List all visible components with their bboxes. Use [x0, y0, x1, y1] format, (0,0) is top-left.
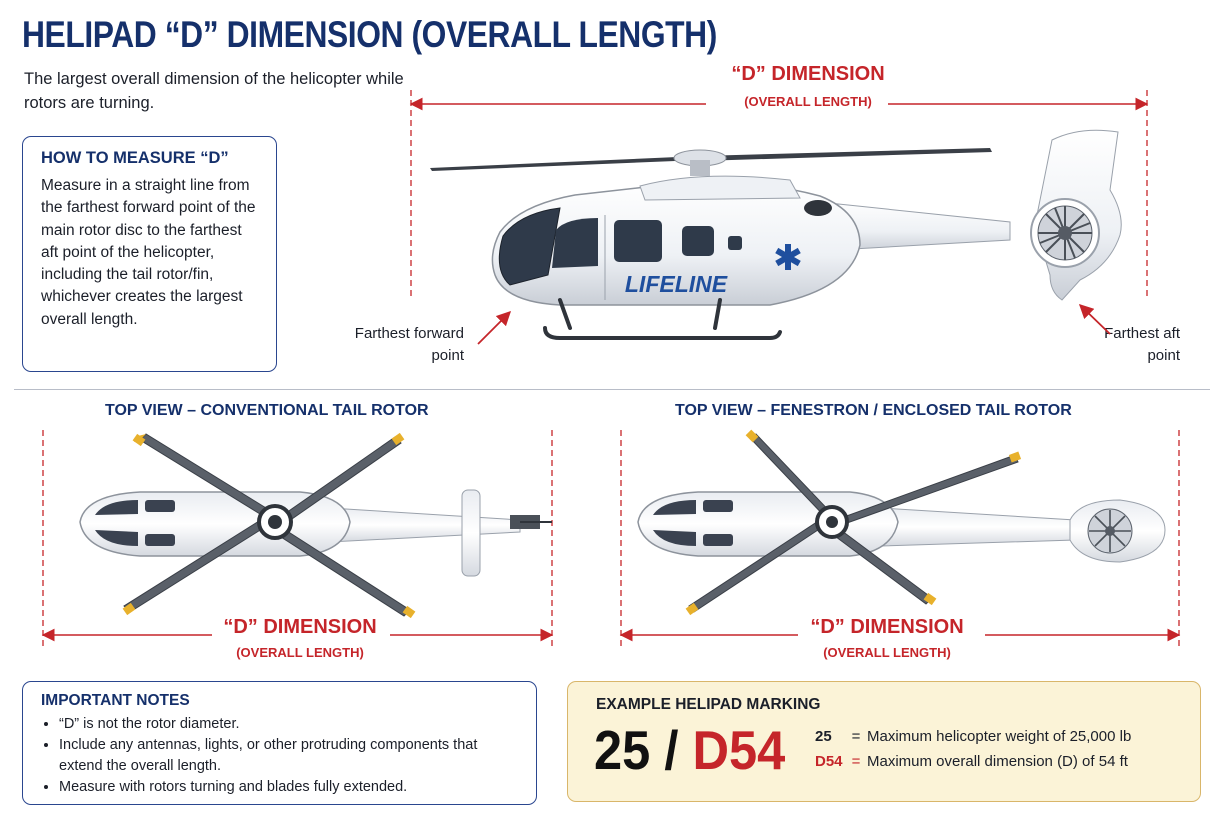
how-to-heading: HOW TO MEASURE “D” — [41, 149, 229, 167]
example-heading: EXAMPLE HELIPAD MARKING — [596, 696, 821, 713]
top-view-conventional-title: TOP VIEW – CONVENTIONAL TAIL ROTOR — [105, 402, 429, 419]
page-title: HELIPAD “D” DIMENSION (OVERALL LENGTH) — [22, 14, 717, 55]
legend-key: 25 — [815, 728, 832, 745]
how-to-measure-box: HOW TO MEASURE “D” Measure in a straight… — [22, 136, 277, 372]
example-marking-box: EXAMPLE HELIPAD MARKING 25 / D54 25 = Maxi… — [567, 681, 1201, 802]
conventional-dimension-sublabel: (OVERALL LENGTH) — [236, 645, 364, 660]
legend-equals: = — [851, 753, 861, 770]
side-dimension-lines — [409, 90, 1149, 345]
side-view-helicopter: LIFELINE — [430, 129, 1122, 340]
section-divider — [14, 389, 1210, 390]
top-view-conventional-helicopter — [79, 432, 552, 619]
top-view-fenestron-title: TOP VIEW – FENESTRON / ENCLOSED TAIL ROT… — [675, 402, 1072, 419]
note-item: Include any antennas, lights, or other p… — [59, 735, 522, 777]
legend-text: Maximum helicopter weight of 25,000 lb — [867, 728, 1132, 745]
legend-text: Maximum overall dimension (D) of 54 ft — [867, 753, 1128, 770]
legend-equals: = — [851, 728, 861, 745]
example-weight: 25 — [594, 719, 651, 781]
aft-point-callout: Farthest aft point — [1104, 325, 1180, 364]
forward-point-callout: Farthest forward point — [354, 325, 464, 364]
example-separator: / — [650, 719, 693, 781]
legend-key: D54 — [815, 753, 843, 770]
side-dimension-sublabel: (OVERALL LENGTH) — [744, 94, 872, 109]
top-view-fenestron-helicopter — [637, 429, 1166, 616]
fenestron-dimension-label: “D” DIMENSION — [810, 616, 964, 638]
side-dimension-label: “D” DIMENSION — [731, 63, 885, 85]
legend-row-weight: 25 = Maximum helicopter weight of 25,000 l… — [815, 728, 1131, 745]
example-marking: 25 / D54 — [594, 718, 785, 782]
conventional-dimension-label: “D” DIMENSION — [223, 616, 377, 638]
example-dimension: D54 — [692, 719, 786, 781]
note-item: “D” is not the rotor diameter. — [59, 714, 522, 735]
page-subtitle: The largest overall dimension of the hel… — [24, 70, 404, 112]
legend-row-dimension: D54 = Maximum overall dimension (D) of 54 … — [815, 753, 1128, 770]
important-notes-box: IMPORTANT NOTES “D” is not the rotor dia… — [22, 681, 537, 805]
how-to-text: Measure in a straight line from the fart… — [41, 177, 256, 328]
notes-heading: IMPORTANT NOTES — [41, 692, 190, 709]
livery-text: LIFELINE — [625, 271, 728, 297]
note-item: Measure with rotors turning and blades f… — [59, 777, 522, 798]
fenestron-dimension-sublabel: (OVERALL LENGTH) — [823, 645, 951, 660]
